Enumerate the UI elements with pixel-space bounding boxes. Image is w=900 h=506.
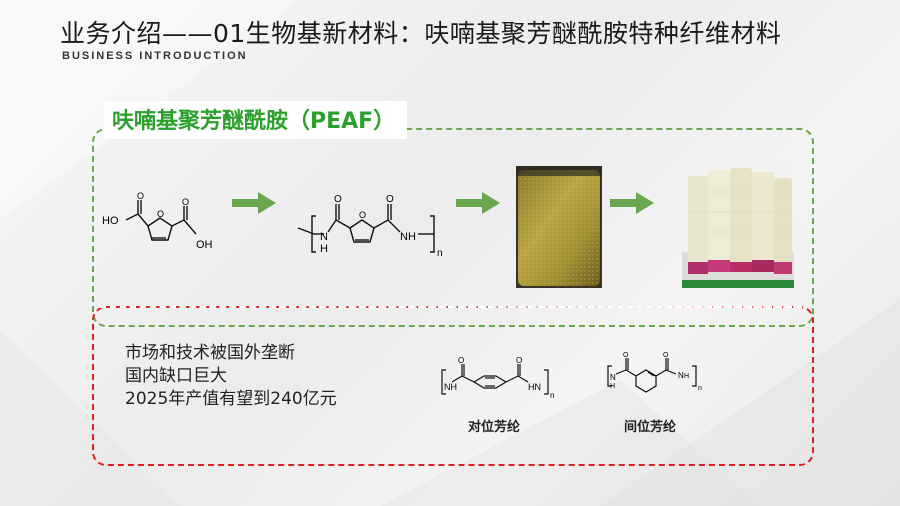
market-line: 国内缺口巨大 xyxy=(125,366,227,386)
yarn-spools-photo xyxy=(682,162,794,288)
meta-aramid-label: 间位芳纶 xyxy=(624,420,677,435)
fiber-mat-photo xyxy=(516,166,602,288)
arrow-icon xyxy=(232,192,276,214)
market-line: 市场和技术被国外垄断 xyxy=(125,343,295,363)
peaf-h-label: H xyxy=(320,243,328,255)
peaf-ring-o-label: O xyxy=(359,210,366,220)
meta-aramid-structure: N H O O N H n xyxy=(607,352,702,393)
meta-o2-label: O xyxy=(663,352,669,359)
fdca-o2-label: O xyxy=(182,197,189,207)
peaf-o-label: O xyxy=(334,194,342,205)
para-o2-label: O xyxy=(516,356,522,365)
fdca-structure: O HO O O OH xyxy=(102,191,213,251)
para-n-label: n xyxy=(550,391,554,400)
peaf-nh-label: NH xyxy=(400,231,416,243)
fdca-ho-label: HO xyxy=(102,215,119,227)
fdca-o-label: O xyxy=(137,191,144,201)
meta-repeat-n-label: n xyxy=(698,385,702,392)
section-label: 呋喃基聚芳醚酰胺（PEAF） xyxy=(104,101,408,139)
meta-h2-label: H xyxy=(684,373,689,380)
meta-n-label: N xyxy=(610,373,616,382)
frame-divider xyxy=(100,306,802,308)
meta-h-label: H xyxy=(610,383,615,390)
para-aramid-structure: NH O O HN n xyxy=(441,356,554,400)
page-subtitle: BUSINESS INTRODUCTION xyxy=(62,50,248,62)
page-title: 业务介绍——01生物基新材料：呋喃基聚芳醚酰胺特种纤维材料 xyxy=(60,19,782,48)
para-o-label: O xyxy=(458,356,464,365)
peaf-repeat-n-label: n xyxy=(437,248,443,259)
peaf-n-label: N xyxy=(320,231,328,243)
arrow-icon xyxy=(456,192,500,214)
fdca-ring-o-label: O xyxy=(157,209,164,219)
meta-o-label: O xyxy=(623,352,629,359)
market-text: 市场和技术被国外垄断 国内缺口巨大 2025年产值有望到240亿元 xyxy=(125,342,337,411)
fdca-oh-label: OH xyxy=(196,239,213,251)
process-frame xyxy=(92,128,814,327)
peaf-o2-label: O xyxy=(386,194,394,205)
para-hn-label: HN xyxy=(528,382,541,392)
para-nh-label: NH xyxy=(444,382,457,392)
market-line: 2025年产值有望到240亿元 xyxy=(125,389,337,409)
meta-n2-label: N xyxy=(678,371,684,380)
arrow-icon xyxy=(610,192,654,214)
para-aramid-label: 对位芳纶 xyxy=(468,420,521,435)
peaf-polymer-structure: N H O O O NH n xyxy=(297,194,443,259)
